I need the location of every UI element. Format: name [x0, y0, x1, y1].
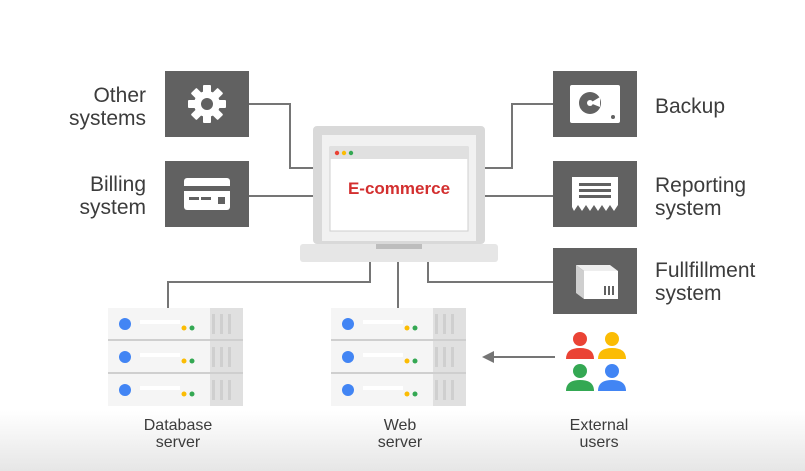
web-server-icon: [331, 308, 466, 406]
user-yellow: [598, 332, 626, 359]
hard-drive-icon: [570, 85, 620, 123]
backup-tile: [553, 71, 637, 137]
web-server-label-line-2: server: [377, 434, 423, 451]
backup-label-line-1: Backup: [655, 95, 726, 118]
bottom-fade: [0, 411, 805, 471]
database-server-label-line-2: server: [155, 434, 201, 451]
package-icon: [576, 265, 618, 299]
receipt-icon: [572, 177, 618, 211]
browser-window: [329, 146, 469, 232]
user-green: [566, 364, 594, 391]
billing-system-label-line-2: system: [79, 196, 146, 219]
browser-dot-red: [334, 150, 340, 156]
browser-dot-green: [348, 150, 354, 156]
fulfillment-system-label-line-1: Fullfillment: [655, 259, 756, 282]
other-systems-tile: [165, 71, 249, 137]
ecommerce-screen-text: E-commerce: [348, 179, 450, 198]
laptop-base: [300, 244, 498, 262]
billing-system-label: Billing system: [79, 173, 146, 219]
external-users-label-line-2: users: [579, 434, 619, 451]
server-rack: [108, 308, 243, 406]
database-server-label-line-1: Database: [143, 417, 213, 434]
other-systems-label: Other systems: [69, 84, 146, 130]
reporting-system-tile: [553, 161, 637, 227]
backup-label: Backup: [655, 95, 725, 118]
database-server-label: Database server: [120, 417, 236, 451]
web-server-label: Web server: [342, 417, 458, 451]
fulfillment-system-tile: [553, 248, 637, 314]
user-red: [566, 332, 594, 359]
people-group-icon: [566, 332, 626, 391]
billing-system-label-line-1: Billing: [89, 173, 146, 196]
laptop-ecommerce: E-commerce: [300, 126, 498, 262]
browser-toolbar: [330, 147, 468, 159]
credit-card-icon: [184, 178, 230, 210]
billing-system-tile: [165, 161, 249, 227]
fulfillment-system-label: Fullfillment system: [655, 259, 755, 305]
server-rack: [331, 308, 466, 406]
external-users-label: External users: [541, 417, 657, 451]
database-server-icon: [108, 308, 243, 406]
fulfillment-system-label-line-2: system: [655, 282, 722, 305]
other-systems-label-line-1: Other: [93, 84, 146, 107]
external-users-label-line-1: External: [569, 417, 629, 434]
laptop-hinge: [376, 244, 422, 249]
reporting-system-label: Reporting system: [655, 174, 746, 220]
web-server-label-line-1: Web: [383, 417, 417, 434]
browser-dot-yellow: [341, 150, 347, 156]
user-blue: [598, 364, 626, 391]
reporting-system-label-line-1: Reporting: [655, 174, 747, 197]
other-systems-label-line-2: systems: [68, 107, 146, 130]
gear-icon: [188, 85, 226, 123]
reporting-system-label-line-2: system: [655, 197, 722, 220]
